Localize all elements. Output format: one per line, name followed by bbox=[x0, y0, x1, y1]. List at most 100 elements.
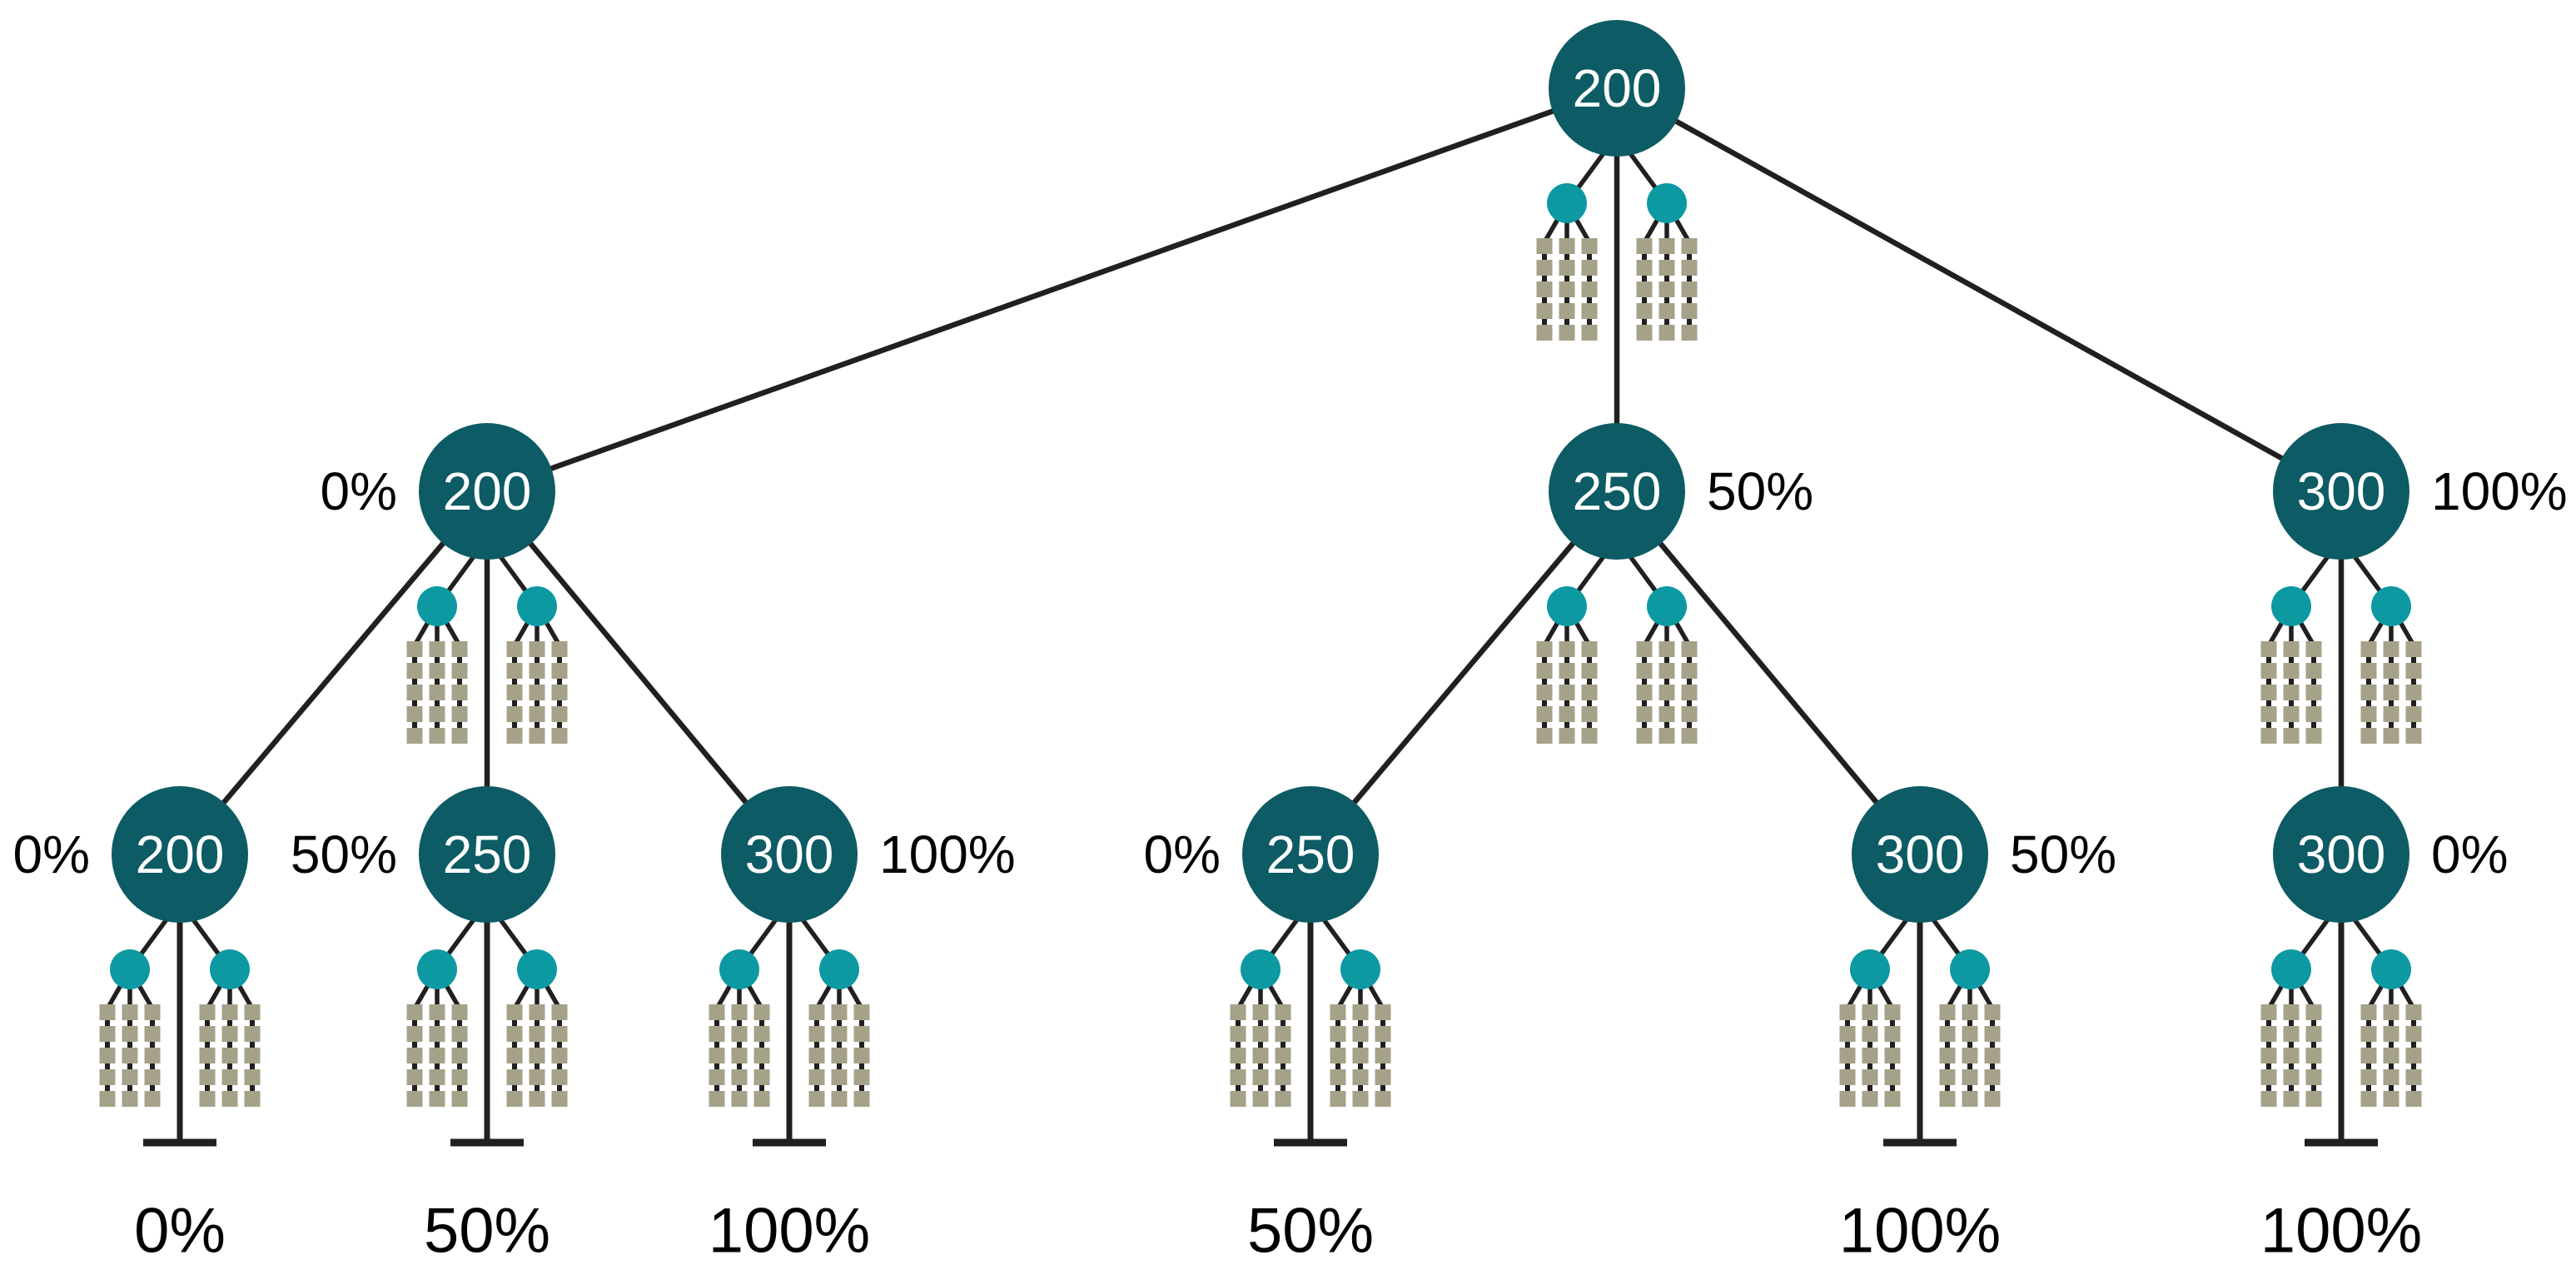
gamete-circle bbox=[110, 949, 150, 989]
node-circle bbox=[1242, 786, 1379, 923]
chromosome-square bbox=[244, 1026, 261, 1042]
chromosome-square bbox=[506, 706, 523, 722]
chromosome-square bbox=[2405, 728, 2422, 744]
node-value: 250 bbox=[443, 824, 532, 884]
gamete-circle bbox=[210, 949, 250, 989]
chromosome-square bbox=[451, 1026, 468, 1042]
chromosome-square bbox=[551, 1069, 568, 1085]
gamete-icon-A-left bbox=[406, 548, 481, 744]
node-circle bbox=[419, 786, 555, 923]
chromosome-square bbox=[1658, 641, 1675, 657]
chromosome-square bbox=[429, 1026, 445, 1042]
chromosome-square bbox=[1559, 238, 1575, 254]
chromosome-square bbox=[2283, 1048, 2300, 1063]
bottom-percent-label-A3: 100% bbox=[709, 1196, 870, 1267]
gamete-circle bbox=[819, 949, 859, 989]
chromosome-square bbox=[429, 1004, 445, 1020]
chromosome-square bbox=[853, 1069, 870, 1085]
chromosome-square bbox=[1536, 728, 1553, 744]
node-side-percent-label: 0% bbox=[13, 824, 91, 884]
chromosome-square bbox=[808, 1004, 825, 1020]
gamete-icon-B1-right bbox=[1316, 911, 1391, 1107]
chromosome-square bbox=[1658, 238, 1675, 254]
chromosome-square bbox=[709, 1048, 725, 1063]
node-circle bbox=[2273, 786, 2409, 923]
chromosome-square bbox=[551, 663, 568, 679]
chromosome-square bbox=[2405, 1004, 2422, 1020]
chromosome-square bbox=[1559, 281, 1575, 297]
chromosome-square bbox=[2405, 685, 2422, 700]
chromosome-square bbox=[1536, 260, 1553, 276]
chromosome-square bbox=[122, 1026, 138, 1042]
chromosome-square bbox=[1252, 1004, 1269, 1020]
chromosome-square bbox=[2260, 685, 2277, 700]
chromosome-square bbox=[1375, 1048, 1391, 1063]
chromosome-square bbox=[2383, 663, 2399, 679]
node-circle bbox=[1852, 786, 1988, 923]
chromosome-square bbox=[2360, 663, 2377, 679]
gamete-circle bbox=[517, 586, 557, 626]
chromosome-square bbox=[1581, 303, 1598, 319]
chromosome-square bbox=[1939, 1026, 1956, 1042]
node-value: 300 bbox=[1876, 824, 1965, 884]
chromosome-square bbox=[2405, 641, 2422, 657]
chromosome-square bbox=[753, 1091, 770, 1107]
chromosome-square bbox=[2360, 685, 2377, 700]
chromosome-square bbox=[1839, 1069, 1856, 1085]
chromosome-square bbox=[1681, 728, 1698, 744]
chromosome-square bbox=[1230, 1026, 1246, 1042]
chromosome-square bbox=[529, 728, 545, 744]
node-circle bbox=[1549, 423, 1685, 560]
chromosome-square bbox=[2383, 685, 2399, 700]
chromosome-square bbox=[1275, 1004, 1291, 1020]
chromosome-square bbox=[709, 1091, 725, 1107]
chromosome-square bbox=[1884, 1091, 1901, 1107]
chromosome-square bbox=[1636, 706, 1653, 722]
chromosome-square bbox=[451, 685, 468, 700]
chromosome-square bbox=[1559, 260, 1575, 276]
chromosome-square bbox=[221, 1048, 238, 1063]
node-value: 200 bbox=[136, 824, 225, 884]
chromosome-square bbox=[1884, 1048, 1901, 1063]
chromosome-square bbox=[551, 1004, 568, 1020]
chromosome-square bbox=[1230, 1004, 1246, 1020]
chromosome-square bbox=[1330, 1048, 1346, 1063]
chromosome-square bbox=[1230, 1069, 1246, 1085]
chromosome-square bbox=[506, 1026, 523, 1042]
edge-A-A3 bbox=[485, 489, 792, 857]
bottom-percent-label-A2: 50% bbox=[424, 1196, 550, 1267]
chromosome-square bbox=[2383, 706, 2399, 722]
chromosome-square bbox=[1862, 1091, 1878, 1107]
chromosome-square bbox=[831, 1069, 848, 1085]
gamete-icon-C1-right bbox=[2347, 911, 2422, 1107]
chromosome-square bbox=[429, 1048, 445, 1063]
chromosome-square bbox=[2260, 1026, 2277, 1042]
chromosome-square bbox=[808, 1026, 825, 1042]
chromosome-square bbox=[1536, 325, 1553, 341]
gamete-icon-A3-right bbox=[795, 911, 870, 1107]
chromosome-square bbox=[831, 1004, 848, 1020]
chromosome-square bbox=[2305, 663, 2322, 679]
chromosome-square bbox=[1375, 1004, 1391, 1020]
chromosome-square bbox=[1984, 1091, 2001, 1107]
chromosome-square bbox=[2305, 1026, 2322, 1042]
gamete-icon-B-left bbox=[1536, 548, 1611, 744]
chromosome-square bbox=[1681, 641, 1698, 657]
chromosome-square bbox=[529, 706, 545, 722]
gamete-circle bbox=[2371, 586, 2411, 626]
chromosome-square bbox=[2360, 1004, 2377, 1020]
chromosome-square bbox=[2283, 728, 2300, 744]
chromosome-square bbox=[221, 1091, 238, 1107]
chromosome-square bbox=[2283, 641, 2300, 657]
chromosome-square bbox=[853, 1026, 870, 1042]
chromosome-square bbox=[1681, 260, 1698, 276]
chromosome-square bbox=[2260, 706, 2277, 722]
bottom-labels-layer: 0%50%100%50%100%100% bbox=[134, 1196, 2422, 1267]
chromosome-square bbox=[2360, 706, 2377, 722]
chromosome-square bbox=[99, 1004, 116, 1020]
